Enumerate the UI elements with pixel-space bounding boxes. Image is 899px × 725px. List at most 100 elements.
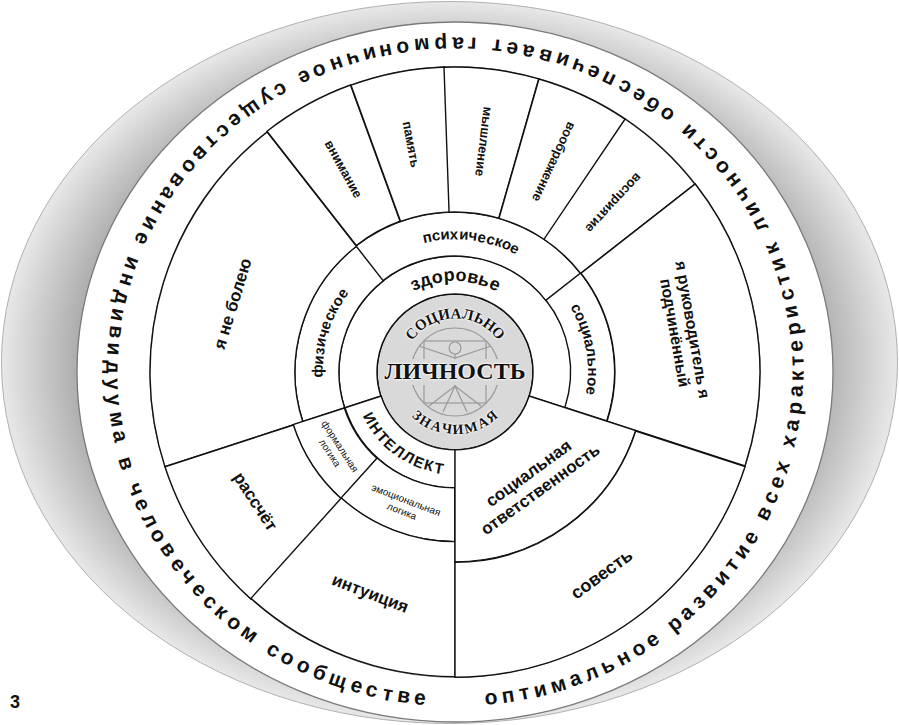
letter: е bbox=[413, 686, 427, 708]
letter: а bbox=[520, 41, 536, 64]
letter: с bbox=[758, 488, 782, 507]
letter: х bbox=[777, 433, 800, 449]
letter: и bbox=[310, 354, 326, 365]
letter: а bbox=[566, 666, 584, 690]
letter: н bbox=[116, 271, 140, 289]
letter: м bbox=[547, 672, 568, 697]
letter: о bbox=[293, 653, 314, 677]
letter: т bbox=[785, 355, 806, 366]
letter: и bbox=[104, 342, 126, 356]
letter: в bbox=[105, 324, 127, 339]
letter: о bbox=[455, 266, 467, 285]
letter: к bbox=[759, 241, 782, 259]
letter: ь bbox=[585, 357, 601, 367]
sector-outline bbox=[455, 431, 745, 677]
letter bbox=[774, 448, 796, 459]
letter: е bbox=[505, 38, 520, 61]
letter: т bbox=[771, 272, 794, 288]
letter: р bbox=[443, 266, 455, 285]
letter: с bbox=[775, 287, 798, 303]
letter: о bbox=[395, 37, 411, 60]
letter: р bbox=[782, 321, 805, 337]
letter: м bbox=[414, 35, 431, 57]
letter: ч bbox=[344, 48, 362, 72]
letter: р bbox=[783, 401, 805, 416]
letter: г bbox=[467, 35, 477, 56]
letter: п bbox=[500, 684, 516, 707]
letter: н bbox=[327, 53, 346, 77]
letter: А bbox=[450, 306, 461, 321]
letter: и bbox=[765, 255, 789, 274]
letter: а bbox=[452, 34, 464, 55]
letter: Ч bbox=[441, 422, 453, 437]
figure-raised-arms bbox=[419, 346, 491, 358]
center-title: ЗНАЧИМАЯ bbox=[409, 408, 500, 438]
letter: с bbox=[431, 227, 441, 243]
shape-outline bbox=[453, 429, 747, 679]
sector-heading: ИНТЕЛЛЕКТ bbox=[361, 409, 447, 476]
band-outline bbox=[77, 22, 833, 722]
letter: т bbox=[381, 681, 395, 704]
letter: м bbox=[106, 410, 129, 429]
center-title: ЛИЧНОСТЬ bbox=[382, 359, 529, 384]
letter: р bbox=[434, 35, 448, 56]
wheel-sector: совесть bbox=[453, 429, 747, 679]
letter: о bbox=[585, 377, 601, 387]
sector-outline bbox=[251, 498, 455, 677]
letter: щ bbox=[327, 666, 351, 692]
letter: а bbox=[780, 418, 803, 433]
letter: и bbox=[139, 213, 164, 234]
letter: е bbox=[584, 386, 600, 396]
letter: о bbox=[483, 686, 498, 708]
letter: е bbox=[348, 673, 365, 696]
sector-heading: здоровье bbox=[405, 265, 506, 294]
sector-outline bbox=[351, 67, 450, 221]
letter: и bbox=[459, 226, 469, 242]
letter: И bbox=[436, 307, 450, 324]
letter: в bbox=[115, 454, 139, 472]
sector-label: социальное bbox=[569, 299, 602, 399]
letter: у bbox=[104, 394, 126, 408]
letter: и bbox=[108, 306, 131, 323]
shape-outline bbox=[349, 65, 452, 223]
letter: т bbox=[517, 681, 531, 704]
figure-number: 3 bbox=[10, 692, 20, 713]
letter: а bbox=[785, 385, 807, 398]
letter: л bbox=[584, 347, 600, 359]
letter: е bbox=[784, 339, 806, 352]
letter: о bbox=[310, 59, 330, 83]
figure-spread-legs bbox=[429, 386, 481, 406]
letter: и bbox=[361, 44, 379, 67]
letter: с bbox=[364, 678, 380, 701]
letter: Т bbox=[433, 459, 445, 475]
letter bbox=[113, 444, 135, 455]
letter: ф bbox=[309, 365, 324, 378]
letter: д bbox=[111, 289, 135, 307]
letter: и bbox=[779, 303, 802, 320]
sector-label: психическое bbox=[418, 226, 524, 257]
letter: д bbox=[103, 360, 124, 374]
figure-legs bbox=[443, 386, 467, 412]
letter bbox=[480, 35, 488, 56]
center-title: СОЦИАЛЬНО bbox=[403, 306, 507, 343]
letter: в bbox=[750, 502, 775, 523]
letter: и bbox=[121, 255, 145, 274]
figure-head bbox=[449, 342, 461, 354]
letter: н bbox=[585, 367, 600, 376]
letter: и bbox=[531, 677, 549, 700]
circle-outline bbox=[377, 294, 533, 450]
letter: б bbox=[310, 660, 330, 684]
letter: И bbox=[452, 423, 464, 438]
letter: е bbox=[764, 473, 788, 491]
letter: т bbox=[490, 36, 503, 58]
portrait-ground bbox=[377, 294, 533, 450]
letter: у bbox=[104, 378, 125, 390]
letter: в bbox=[396, 684, 412, 707]
letter: в bbox=[536, 45, 554, 69]
wheel-sector: память bbox=[349, 65, 452, 223]
letter: и bbox=[440, 227, 450, 243]
letter: н bbox=[378, 40, 395, 63]
letter: о bbox=[430, 267, 444, 287]
